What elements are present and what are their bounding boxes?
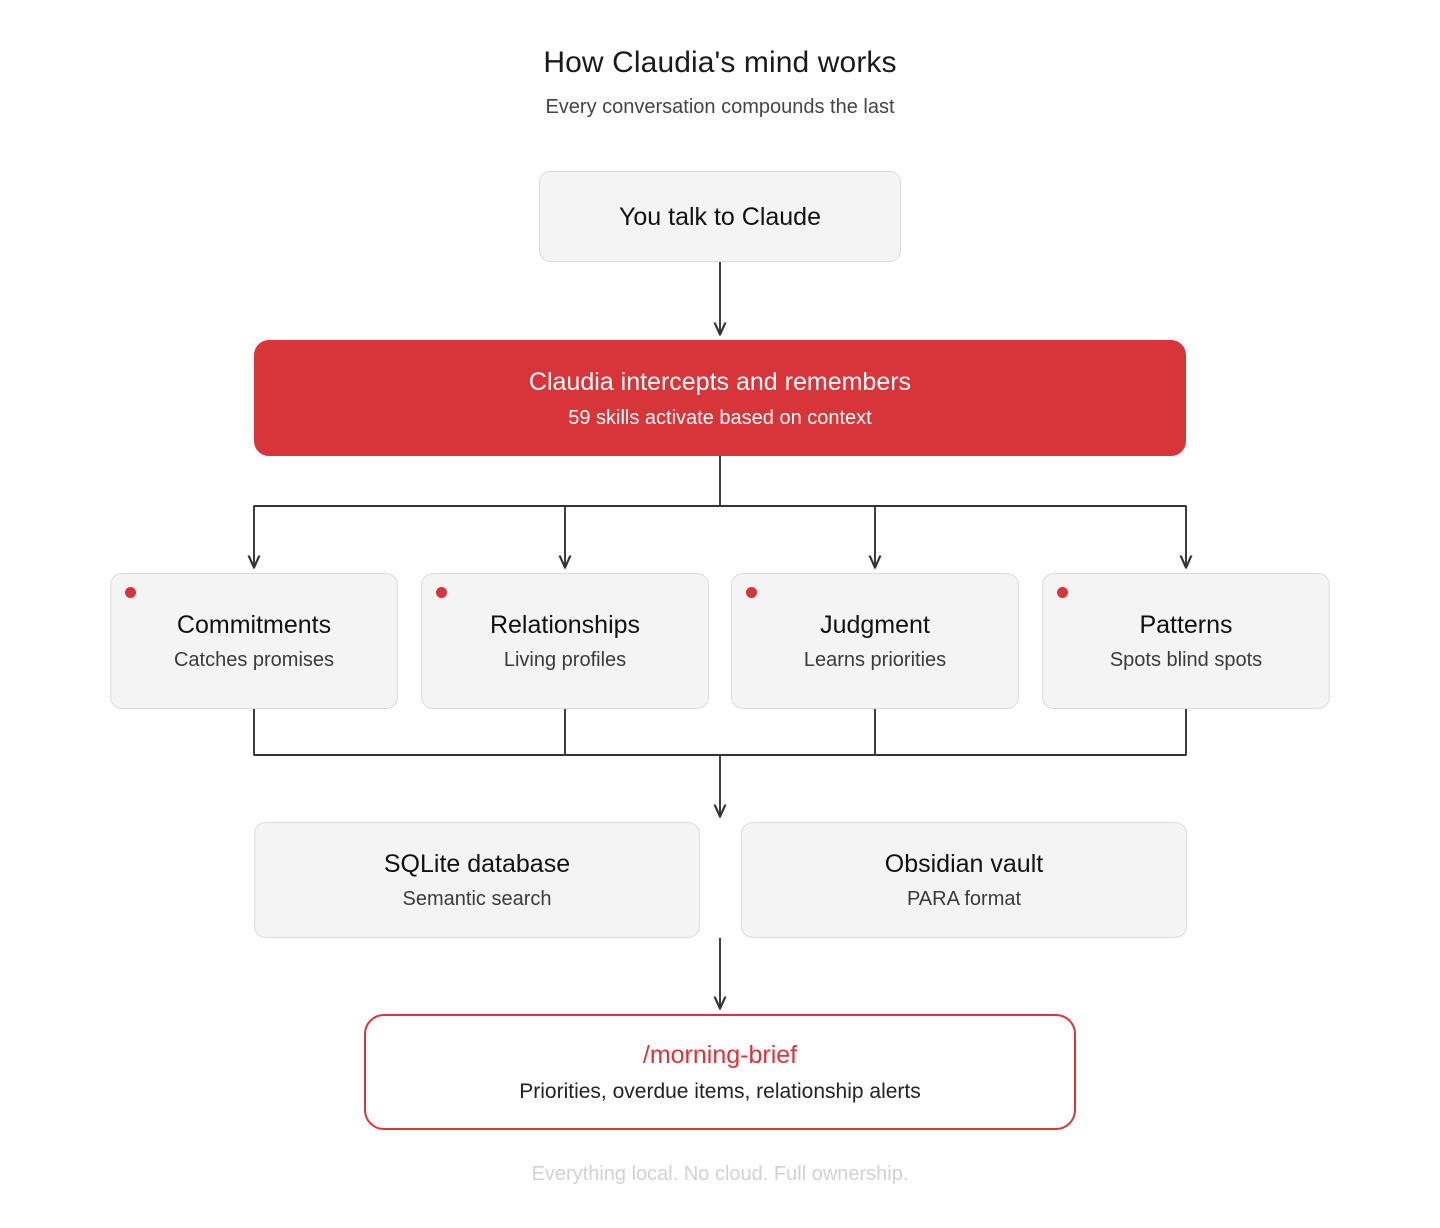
pillar-label: Commitments — [176, 611, 332, 639]
node-input-label: You talk to Claude — [618, 202, 821, 231]
pillar-label: Judgment — [820, 611, 930, 639]
output-command-label: /morning-brief — [642, 1040, 798, 1069]
node-you-talk-to-claude[interactable]: You talk to Claude — [539, 171, 901, 262]
footer-note: Everything local. No cloud. Full ownersh… — [531, 1163, 909, 1185]
pillar-detail: Learns priorities — [803, 649, 947, 671]
store-detail: Semantic search — [402, 888, 552, 910]
node-engine-label: Claudia intercepts and remembers — [528, 367, 912, 396]
pillar-label: Patterns — [1139, 611, 1233, 639]
status-dot-icon — [746, 587, 757, 598]
store-label: SQLite database — [383, 850, 571, 878]
output-detail: Priorities, overdue items, relationship … — [519, 1079, 921, 1103]
node-pillar-commitments[interactable]: Commitments Catches promises — [110, 573, 398, 709]
node-sqlite-database[interactable]: SQLite database Semantic search — [254, 822, 700, 938]
node-pillar-relationships[interactable]: Relationships Living profiles — [421, 573, 709, 709]
pillar-label: Relationships — [489, 611, 641, 639]
pillar-detail: Living profiles — [503, 649, 627, 671]
node-pillar-patterns[interactable]: Patterns Spots blind spots — [1042, 573, 1330, 709]
status-dot-icon — [1057, 587, 1068, 598]
status-dot-icon — [436, 587, 447, 598]
status-dot-icon — [125, 587, 136, 598]
page-title: How Claudia's mind works — [543, 46, 897, 79]
node-morning-brief[interactable]: /morning-brief Priorities, overdue items… — [364, 1014, 1076, 1130]
node-engine-detail: 59 skills activate based on context — [568, 406, 872, 429]
node-pillar-judgment[interactable]: Judgment Learns priorities — [731, 573, 1019, 709]
node-obsidian-vault[interactable]: Obsidian vault PARA format — [741, 822, 1187, 938]
node-claudia-intercepts[interactable]: Claudia intercepts and remembers 59 skil… — [254, 340, 1186, 456]
store-label: Obsidian vault — [884, 850, 1044, 878]
pillar-detail: Catches promises — [173, 649, 335, 671]
pillar-detail: Spots blind spots — [1109, 649, 1263, 671]
page-subtitle: Every conversation compounds the last — [545, 96, 895, 118]
store-detail: PARA format — [906, 888, 1022, 910]
